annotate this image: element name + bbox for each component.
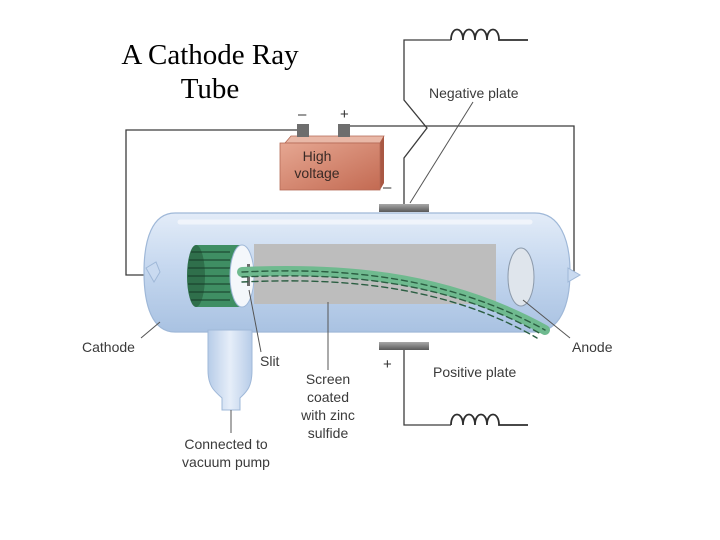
title-line-2: Tube xyxy=(180,73,240,105)
slit-label: Slit xyxy=(260,353,280,369)
anode-label: Anode xyxy=(572,339,613,355)
battery-icon xyxy=(279,124,385,191)
screen-label: Screen coated with zinc sulfide xyxy=(288,370,368,442)
pump-label-line-2: vacuum pump xyxy=(182,454,270,470)
positive-plate-label: Positive plate xyxy=(433,364,517,380)
pump-label-line-1: Connected to xyxy=(184,436,268,452)
screen-label-line-2: coated xyxy=(306,389,350,405)
electron-beam xyxy=(237,265,550,339)
positive-plate xyxy=(379,342,429,350)
screen-label-line-3: with zinc xyxy=(301,407,355,423)
battery-minus-sign: – xyxy=(298,106,307,123)
battery-label-line-1: High xyxy=(302,148,332,164)
pump-label: Connected to vacuum pump xyxy=(170,435,282,471)
screen-label-line-4: sulfide xyxy=(307,425,349,441)
anode xyxy=(507,247,535,307)
battery-plus-sign: + xyxy=(340,106,349,123)
screen-label-line-1: Screen xyxy=(305,371,351,387)
battery-label: High voltage xyxy=(288,148,346,182)
title-line-1: A Cathode Ray xyxy=(121,39,299,71)
vacuum-pump-tube xyxy=(207,329,253,411)
negative-plate-label: Negative plate xyxy=(429,85,519,101)
battery-label-line-2: voltage xyxy=(294,165,340,181)
slide-title: A Cathode Ray Tube xyxy=(80,38,340,106)
leader-lines xyxy=(140,101,571,433)
coil-icon xyxy=(450,413,528,426)
negative-sign: – xyxy=(383,179,392,196)
negative-plate xyxy=(379,204,429,212)
cathode-label: Cathode xyxy=(82,339,135,355)
coil-icon xyxy=(450,28,528,41)
positive-sign: + xyxy=(383,356,392,373)
